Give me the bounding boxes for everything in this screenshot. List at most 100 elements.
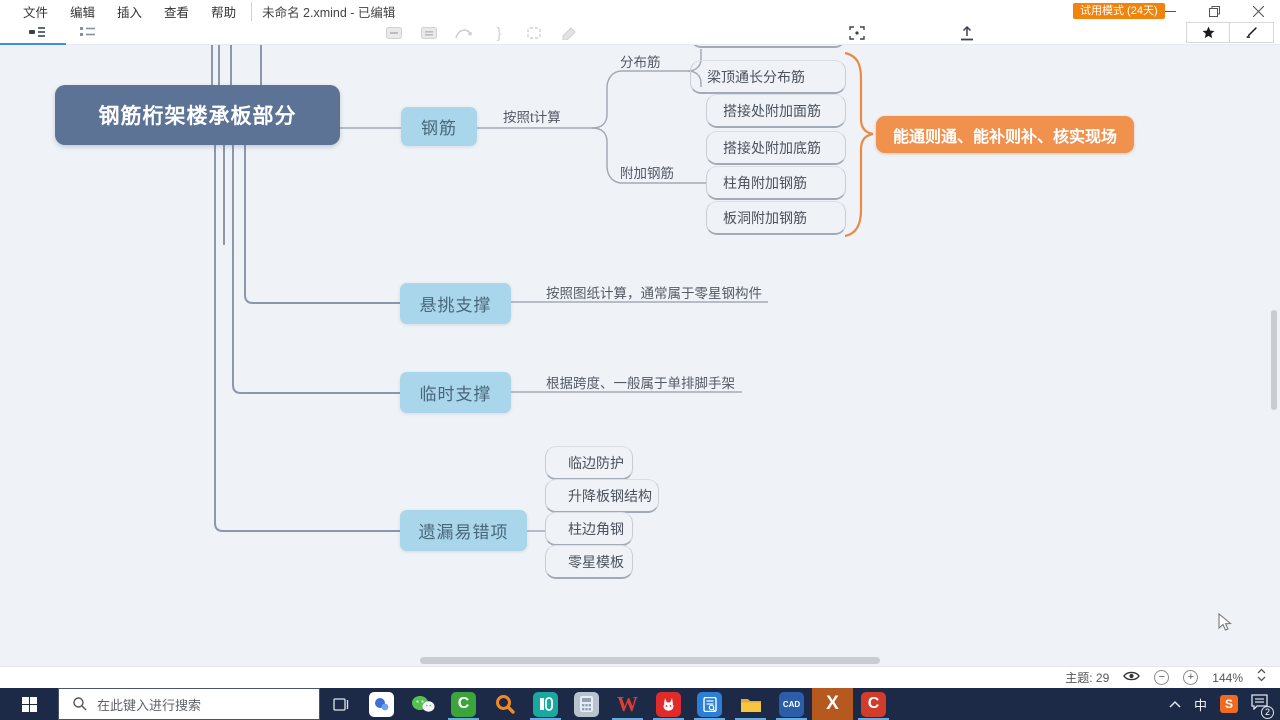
branch-topic-cantilever-support[interactable]: 悬挑支撑 (400, 283, 511, 324)
boundary-icon[interactable] (525, 24, 543, 42)
subtopic-lift-slab-steel[interactable]: 升降板钢结构 (545, 479, 659, 513)
branch-topic-common-misses[interactable]: 遗漏易错项 (400, 510, 527, 551)
zoom-select-chevrons[interactable] (1257, 668, 1266, 687)
format-painter-button[interactable] (1230, 22, 1274, 43)
menu-insert[interactable]: 插入 (117, 5, 143, 20)
taskbar-wechat-app[interactable] (402, 688, 443, 720)
tab-outline-view[interactable] (72, 23, 102, 42)
minimize-button[interactable] (1148, 0, 1192, 22)
taskbar-search-input[interactable]: 在此键入进行搜索 (58, 688, 320, 720)
taskbar-doc-search-app[interactable] (689, 688, 730, 720)
wechat-icon (411, 696, 434, 712)
sogou-input-icon[interactable]: S (1220, 695, 1238, 713)
taskbar-cad-app[interactable]: CAD (771, 688, 812, 720)
toolbar-disabled-icons: } (385, 23, 578, 43)
summary-brace (844, 51, 874, 238)
mouse-cursor (1218, 613, 1232, 631)
branch-topic-temporary-support[interactable]: 临时支撑 (400, 372, 511, 413)
subtopic-temporary-note[interactable]: 根据跨度、一般属于单排脚手架 (546, 376, 735, 391)
start-button[interactable] (0, 688, 58, 720)
task-view-icon (333, 697, 349, 711)
subtopic-distribution-bars[interactable]: 分布筋 (620, 55, 661, 70)
marker-pen-icon[interactable] (560, 24, 578, 42)
restore-button[interactable] (1192, 0, 1236, 22)
subtopic-edge-protection[interactable]: 临边防护 (545, 446, 633, 480)
menu-edit[interactable]: 编辑 (70, 5, 96, 20)
subtopic-cantilever-note[interactable]: 按照图纸计算，通常属于零星钢构件 (546, 286, 762, 301)
notification-badge: 2 (1261, 705, 1274, 719)
taskbar-red-c-app[interactable]: C (853, 688, 894, 720)
subtopic-clipped[interactable] (690, 45, 846, 48)
cad-icon: CAD (779, 691, 804, 717)
restore-icon (1208, 5, 1220, 17)
notification-center-button[interactable]: 2 (1251, 693, 1274, 719)
folder-icon (740, 698, 761, 712)
corner-buttons (1186, 22, 1274, 43)
root-upper-connectors (211, 45, 262, 85)
taskbar-modeling-app[interactable] (525, 688, 566, 720)
outline-view-icon (79, 27, 95, 36)
orange-magnifier-icon (495, 695, 515, 714)
menu-file[interactable]: 文件 (23, 5, 49, 20)
windows-taskbar: 在此键入进行搜索 C (0, 688, 1280, 720)
taskbar-xmind-app-active[interactable]: X (812, 688, 853, 720)
taskbar-camtasia-app[interactable]: C (443, 688, 484, 720)
share-upload-icon[interactable] (956, 23, 978, 43)
mindmap-canvas[interactable]: 钢筋桁架楼承板部分 钢筋 按照t计算 分布筋 梁顶通长分布筋 附加钢筋 搭接处附… (0, 45, 1280, 666)
tab-mindmap-view[interactable] (22, 23, 52, 42)
close-icon (1252, 5, 1264, 17)
favorite-star-button[interactable] (1186, 22, 1230, 43)
modeling-app-icon (533, 691, 558, 717)
xmind-icon: X (826, 693, 839, 714)
camtasia-icon: C (451, 691, 476, 717)
taskbar-rabbit-app[interactable] (648, 688, 689, 720)
calculator-icon (574, 691, 599, 717)
zoom-in-button[interactable]: + (1183, 670, 1199, 685)
horizontal-scrollbar[interactable] (420, 657, 880, 664)
subtopic-misc-formwork[interactable]: 零星模板 (545, 545, 633, 579)
summary-icon[interactable]: } (496, 24, 502, 42)
insert-subtopic-icon[interactable] (420, 24, 438, 42)
menu-help[interactable]: 帮助 (211, 5, 237, 20)
menu-view[interactable]: 查看 (164, 5, 190, 20)
subtopic-beam-top-bar[interactable]: 梁顶通长分布筋 (690, 60, 846, 94)
vertical-scrollbar[interactable] (1271, 310, 1277, 410)
taskbar-chat-app[interactable] (361, 688, 402, 720)
summary-topic[interactable]: 能通则通、能补则补、核实现场 (876, 116, 1134, 153)
chat-app-icon (369, 691, 394, 717)
taskbar-wps-app[interactable]: W (607, 688, 648, 720)
document-title: 未命名 2.xmind - 已编辑 (251, 1, 395, 21)
chevron-up-icon (1169, 700, 1181, 708)
subtopic-lap-bottom-bar[interactable]: 搭接处附加底筋 (706, 131, 846, 165)
trial-mode-badge[interactable]: 试用模式 (24天) (1073, 3, 1165, 19)
tray-expand-chevron[interactable] (1169, 695, 1181, 713)
subtopic-slab-hole-bar[interactable]: 板洞附加钢筋 (706, 201, 846, 235)
visibility-eye-icon[interactable] (1123, 669, 1141, 687)
subtopic-lap-top-bar[interactable]: 搭接处附加面筋 (706, 94, 846, 128)
taskbar-file-explorer[interactable] (730, 688, 771, 720)
taskbar-calculator-app[interactable] (566, 688, 607, 720)
mindmap-view-icon (29, 27, 45, 37)
system-tray: 中 S 2 (1163, 688, 1280, 720)
ime-indicator[interactable]: 中 (1193, 697, 1207, 713)
windows-logo-icon (21, 696, 37, 712)
close-button[interactable] (1236, 0, 1280, 22)
zoom-out-button[interactable]: − (1154, 670, 1170, 685)
menu-bar: 文件 编辑 插入 查看 帮助 (0, 2, 247, 21)
topic-count: 主题: 29 (1065, 671, 1110, 685)
subtopic-column-corner-bar[interactable]: 柱角附加钢筋 (706, 166, 846, 200)
insert-topic-icon[interactable] (385, 24, 403, 42)
taskbar-search-tool-app[interactable] (484, 688, 525, 720)
subtopic-column-edge-angle[interactable]: 柱边角钢 (545, 512, 633, 546)
root-topic[interactable]: 钢筋桁架楼承板部分 (55, 85, 340, 145)
task-view-button[interactable] (320, 688, 361, 720)
zoom-level[interactable]: 144% (1212, 670, 1243, 685)
subtopic-additional-bars[interactable]: 附加钢筋 (620, 166, 674, 181)
subtopic-calc-note[interactable]: 按照t计算 (503, 110, 561, 125)
pitch-mode-icon[interactable] (846, 23, 868, 43)
rabbit-app-icon (656, 691, 681, 717)
branch-topic-steel[interactable]: 钢筋 (401, 107, 477, 146)
minimize-icon (1164, 10, 1176, 12)
relationship-icon[interactable] (455, 24, 473, 42)
